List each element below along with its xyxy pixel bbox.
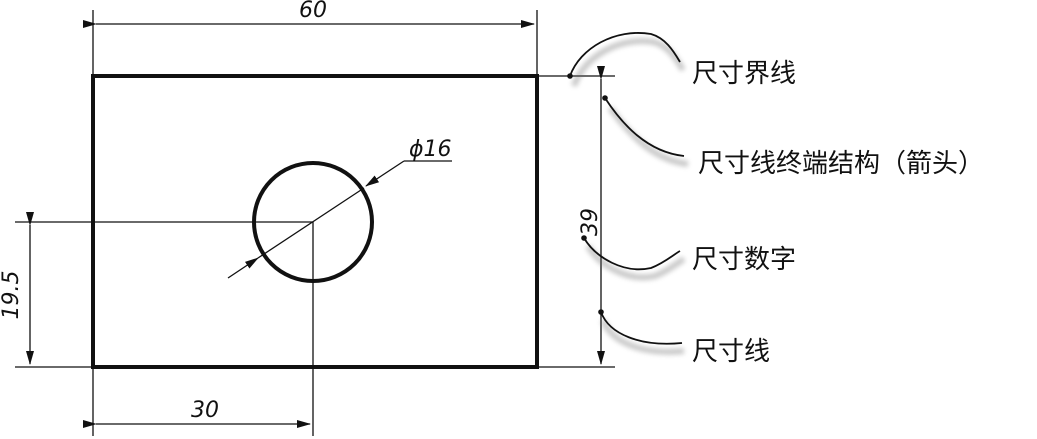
label-extension-line: 尺寸界线 xyxy=(692,59,796,89)
callout-leaders xyxy=(567,32,689,355)
hole-x-dimension-text: 30 xyxy=(191,398,219,423)
leader-dimension-text xyxy=(583,237,681,271)
label-dimension-text: 尺寸数字 xyxy=(692,245,796,275)
leader-terminator-dot xyxy=(602,95,608,101)
leader-terminator xyxy=(604,97,685,157)
leader-extension-line xyxy=(569,32,681,77)
hole-x-dimension: 30 xyxy=(83,222,314,436)
leader-extension-dot xyxy=(567,73,573,79)
leader-dimension-line xyxy=(600,311,683,345)
leader-shadows xyxy=(571,38,689,355)
width-dimension: 60 xyxy=(83,0,538,74)
hole-y-dimension: 19.5 xyxy=(0,212,313,368)
label-dimension-line: 尺寸线 xyxy=(692,337,770,367)
hole-y-dimension-text: 19.5 xyxy=(0,271,24,320)
width-dimension-text: 60 xyxy=(299,0,327,23)
leader-dimension-line-dot xyxy=(598,309,604,315)
diameter-dimension: ϕ16 xyxy=(227,137,452,279)
height-dimension-text: 39 xyxy=(578,208,603,236)
label-terminator: 尺寸线终端结构（箭头） xyxy=(698,149,984,179)
diameter-dimension-text: ϕ16 xyxy=(409,137,452,162)
leader-dimension-text-dot xyxy=(581,235,587,241)
